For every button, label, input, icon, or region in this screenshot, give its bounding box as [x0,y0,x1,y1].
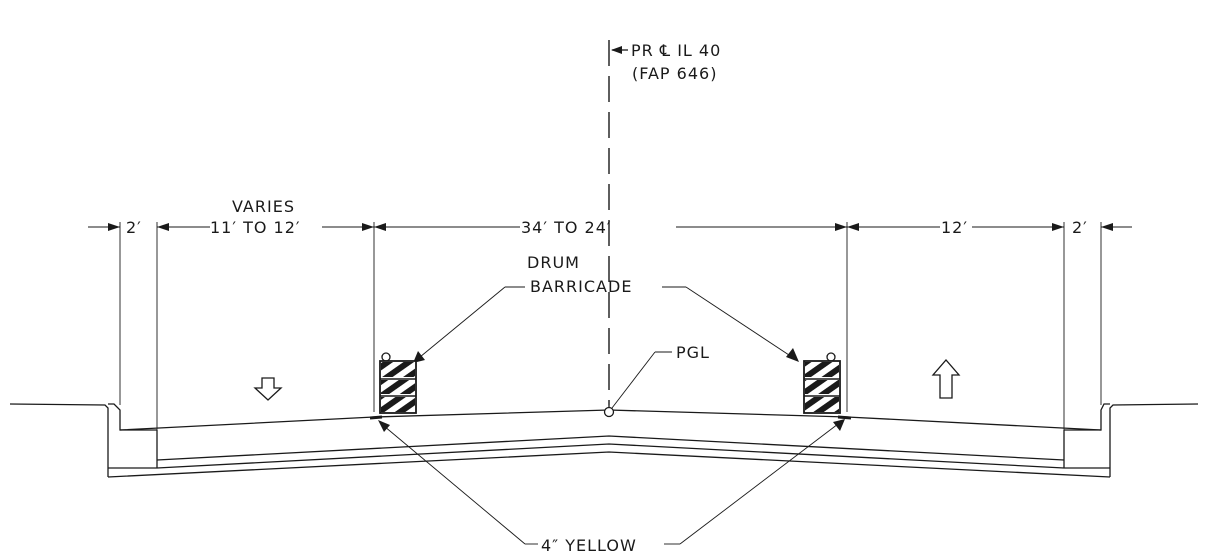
roadway-section [9,403,1199,478]
centerline-label-line1: PR ℄ IL 40 [631,41,721,60]
yellow-label: 4″ YELLOW [541,536,637,555]
base-layer [108,443,1110,469]
pgl-marker: PGL [603,343,710,418]
drum-barricade-left-icon [379,352,417,414]
pgl-label: PGL [676,343,710,362]
pgl-point [603,406,615,418]
traffic-arrow-down-icon [253,377,283,401]
centerline-label: PR ℄ IL 40 (FAP 646) [611,41,721,83]
dim-shoulder-left: 2′ [126,218,142,237]
dim-varies: VARIES [232,197,295,216]
yellow-line-callout: 4″ YELLOW [378,419,845,555]
centerline-label-line2: (FAP 646) [632,64,717,83]
dimension-line: 2′ VARIES 11′ TO 12′ 34′ TO 24′ 12′ 2′ [88,197,1132,237]
extension-lines [119,222,1102,430]
dim-lane-right: 12′ [941,218,968,237]
drum-barricade-callout: DRUM BARRICADE [413,253,799,363]
pavement-layer [156,435,1065,461]
drum-label-line2: BARRICADE [530,277,632,296]
dim-center-width: 34′ TO 24′ [521,218,612,237]
dim-shoulder-right: 2′ [1072,218,1088,237]
drum-label-line1: DRUM [527,253,580,272]
dim-lane-left: 11′ TO 12′ [210,218,301,237]
subgrade-line [107,451,1111,478]
drum-barricade-right-icon [803,352,841,414]
traffic-arrow-up-icon [931,359,961,399]
